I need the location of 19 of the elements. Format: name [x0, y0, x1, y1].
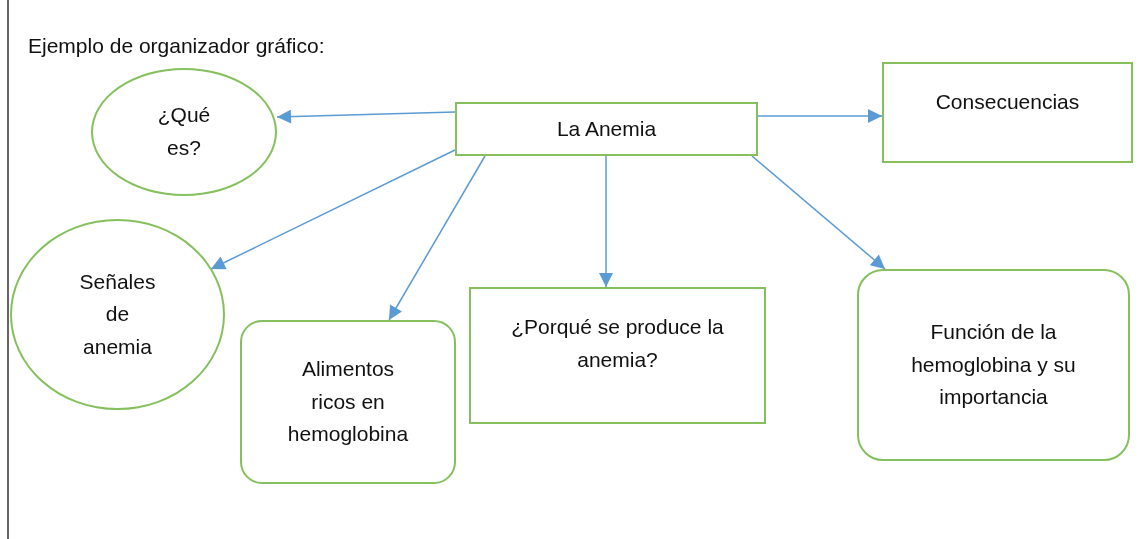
arrow	[276, 109, 456, 124]
concept-box	[469, 287, 766, 424]
node-label: Señales de anemia	[79, 268, 156, 360]
arrow	[388, 155, 486, 321]
arrow	[210, 149, 456, 270]
node-label: Función de la hemoglobina y su importancia	[910, 319, 1077, 411]
concept-box	[240, 320, 456, 484]
arrow	[599, 155, 613, 288]
node-label: Alimentos ricos en hemoglobina	[286, 356, 410, 448]
title: Ejemplo de organizador gráfico:	[28, 34, 325, 58]
concept-box	[857, 269, 1130, 461]
node-label: ¿Qué es?	[156, 102, 212, 161]
node-label: La Anemia	[556, 115, 657, 142]
arrow	[751, 155, 886, 270]
node-label: Consecuencias	[935, 89, 1080, 115]
arrow	[757, 109, 883, 123]
topic-box	[455, 102, 758, 156]
node-label: ¿Porqué se produce la anemia?	[510, 314, 725, 373]
concept-box	[882, 62, 1133, 163]
